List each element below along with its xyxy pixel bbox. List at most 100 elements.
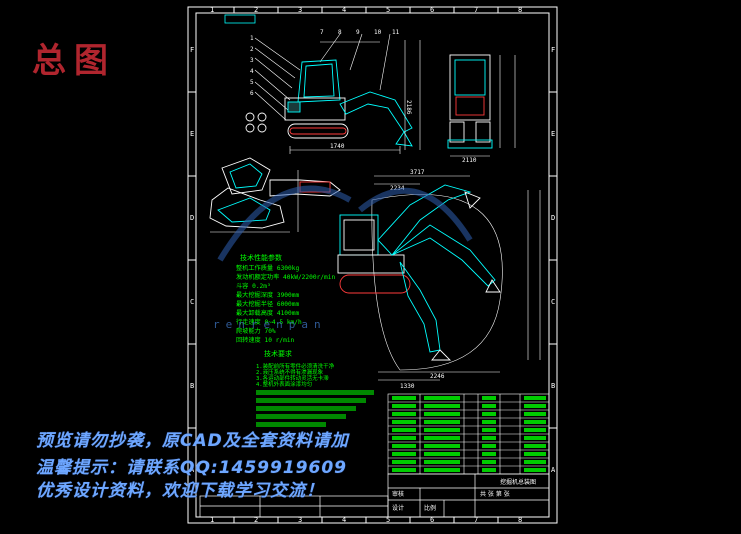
frame-ref-bottom: 7 xyxy=(474,516,478,524)
svg-text:比例: 比例 xyxy=(424,504,436,512)
watermark-text: renrenpan xyxy=(213,318,327,331)
frame-ref-right: B xyxy=(551,382,555,390)
tech-requirement-line: 2.液压系统不得有渗漏现象 xyxy=(256,368,324,376)
svg-text:技术要求: 技术要求 xyxy=(264,349,292,358)
drawing-number-box xyxy=(224,14,256,24)
bom-cell-text xyxy=(392,444,416,448)
bom-cell-text xyxy=(424,420,460,424)
frame-ref-right: F xyxy=(551,46,555,54)
part-callout: 11 xyxy=(392,29,400,36)
bom-cell-text xyxy=(482,396,496,400)
dimension-label: 2246 xyxy=(430,373,445,380)
bom-cell-text xyxy=(424,444,460,448)
tech-param-line: 最大挖掘深度 3900mm xyxy=(236,291,299,299)
frame-ref-bottom: 8 xyxy=(518,516,522,524)
tech-param-line: 回转速度 10 r/min xyxy=(236,336,295,344)
bom-cell-text xyxy=(392,404,416,408)
part-callout: 8 xyxy=(338,29,342,36)
bom-cell-text xyxy=(524,436,546,440)
frame-ref-bottom: 3 xyxy=(298,516,302,524)
bom-cell-text xyxy=(524,412,546,416)
bom-cell-text xyxy=(524,404,546,408)
tech-requirement-line: 4.整机外表面涂漆均匀 xyxy=(256,380,312,388)
frame-ref-top: 4 xyxy=(342,6,346,14)
bom-cell-text xyxy=(524,420,546,424)
bom-cell-text xyxy=(524,452,546,456)
bom-cell-text xyxy=(392,460,416,464)
bom-cell-text xyxy=(482,452,496,456)
frame-ref-left: E xyxy=(190,130,194,138)
dimension-label: 2110 xyxy=(462,157,477,164)
bom-cell-text xyxy=(424,412,460,416)
tech-param-line: 行走速度 0~4.5 km/h xyxy=(236,318,302,326)
tech-requirement-line: 3.各运动部件转动灵活无卡滞 xyxy=(256,374,329,382)
bom-cell-text xyxy=(482,460,496,464)
frame-ref-top: 2 xyxy=(254,6,258,14)
tech-param-line: 最大卸载高度 4100mm xyxy=(236,309,299,317)
bom-cell-text xyxy=(424,452,460,456)
bom-cell-text xyxy=(482,420,496,424)
front-view-excavator xyxy=(447,54,516,157)
frame-ref-top: 3 xyxy=(298,6,302,14)
dimension-label: 1330 xyxy=(400,383,415,390)
bom-cell-text xyxy=(424,396,460,400)
frame-ref-right: C xyxy=(551,298,555,306)
side-view-excavator xyxy=(245,33,421,154)
tech-param-line: 爬坡能力 70% xyxy=(236,327,276,335)
tech-requirements-block: 技术要求 1.装配前所有零件必须清洗干净2.液压系统不得有渗漏现象3.各运动部件… xyxy=(256,349,374,427)
svg-text:挖掘机总装图: 挖掘机总装图 xyxy=(500,478,536,486)
frame-ref-bottom: 4 xyxy=(342,516,346,524)
title-block xyxy=(199,473,550,518)
tech-param-line: 最大挖掘半径 6000mm xyxy=(236,300,299,308)
part-callout: 6 xyxy=(250,90,254,97)
bom-cell-text xyxy=(482,428,496,432)
part-callout: 5 xyxy=(250,79,254,86)
bom-cell-text xyxy=(524,428,546,432)
bom-table xyxy=(387,393,550,475)
frame-ref-right: D xyxy=(551,214,555,222)
bom-cell-text xyxy=(482,468,496,472)
bom-cell-text xyxy=(424,436,460,440)
frame-ref-bottom: 5 xyxy=(386,516,390,524)
frame-ref-top: 7 xyxy=(474,6,478,14)
bom-cell-text xyxy=(392,468,416,472)
bom-cell-text xyxy=(524,460,546,464)
title-block-text: 挖掘机总装图 设计 审核 比例 共 张 第 张 xyxy=(392,478,536,512)
dimension-label: 3717 xyxy=(410,169,425,176)
part-callout: 7 xyxy=(320,29,324,36)
tech-param-line: 发动机额定功率 40kW/2200r/min xyxy=(236,273,335,281)
tech-requirement-line: 1.装配前所有零件必须清洗干净 xyxy=(256,362,335,370)
svg-text:共 张 第 张: 共 张 第 张 xyxy=(480,490,510,498)
bom-cell-text xyxy=(392,452,416,456)
bom-cell-text xyxy=(392,436,416,440)
bom-cell-text xyxy=(482,412,496,416)
frame-ref-left: A xyxy=(190,466,195,474)
part-callout: 3 xyxy=(250,57,254,64)
tech-param-line: 斗容 0.2m³ xyxy=(236,282,271,290)
part-callout: 1 xyxy=(250,35,254,42)
frame-ref-left: F xyxy=(190,46,194,54)
frame-ref-top: 1 xyxy=(210,6,214,14)
bom-cell-text xyxy=(392,396,416,400)
bom-cell-text xyxy=(392,412,416,416)
part-callout: 10 xyxy=(374,29,382,36)
frame-ref-right: E xyxy=(551,130,555,138)
tech-param-line: 整机工作质量 6300kg xyxy=(236,264,299,272)
svg-text:设计: 设计 xyxy=(392,504,404,512)
bom-cell-text xyxy=(524,468,546,472)
bom-cell-text xyxy=(524,396,546,400)
bom-cell-text xyxy=(424,460,460,464)
frame-ref-top: 5 xyxy=(386,6,390,14)
part-callout: 4 xyxy=(250,68,254,75)
bom-cell-text xyxy=(392,428,416,432)
svg-text:审核: 审核 xyxy=(392,490,404,498)
frame-ref-left: C xyxy=(190,298,194,306)
bom-cell-text xyxy=(482,436,496,440)
watermark-logo xyxy=(217,185,473,262)
bom-cell-text xyxy=(424,468,460,472)
part-callout: 2 xyxy=(250,46,254,53)
promo-notice: 优秀设计资料，欢迎下载学习交流！ xyxy=(36,481,324,501)
